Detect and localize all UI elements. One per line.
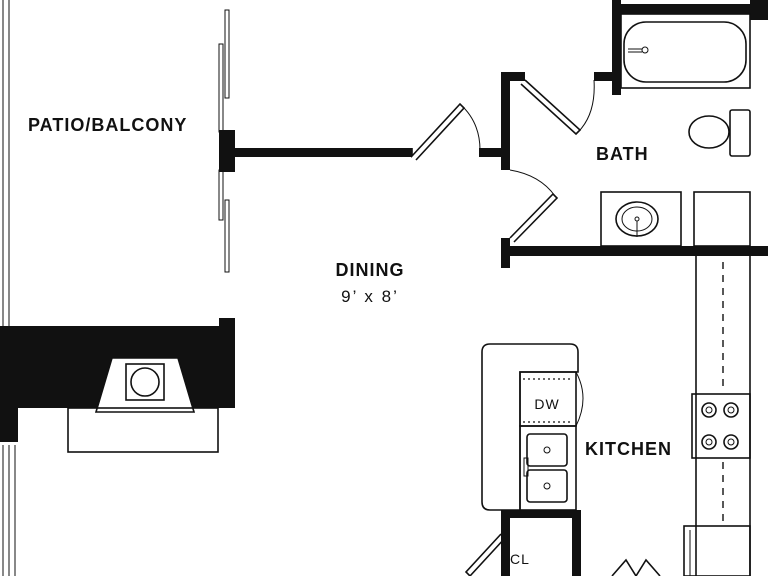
wall-bath-door-stub: [479, 148, 507, 157]
wall-closet-north: [501, 510, 581, 518]
wall-fireplace-cap: [219, 318, 235, 328]
wall-tub-corner: [594, 72, 618, 81]
fireplace: [67, 357, 219, 453]
closet-door: [464, 533, 661, 576]
wall-closet-east: [572, 510, 581, 576]
dishwasher-label: DW: [534, 396, 559, 412]
wall-bath-bottom: [501, 246, 768, 256]
wall-bath-west-stub-top: [501, 72, 525, 81]
kitchen-counter: [683, 256, 751, 576]
wall-bath-west-upper: [501, 72, 510, 170]
bath-entry-door: [411, 102, 481, 161]
bathtub: [620, 13, 751, 89]
kitchen-island: [481, 343, 584, 511]
dining-label: DINING: [336, 260, 405, 280]
kitchen-sink-box: [519, 425, 577, 511]
range: [691, 393, 751, 459]
vanity-sink: [600, 191, 751, 247]
kitchen-label: KITCHEN: [585, 439, 672, 459]
dining-size-label: 9’ x 8’: [341, 287, 399, 306]
wall-east: [750, 0, 768, 20]
bath-lower-door: [509, 169, 559, 243]
wall-bath-top: [612, 4, 768, 14]
wall-closet-west: [501, 510, 510, 576]
bath-label: BATH: [596, 144, 649, 164]
bath-closet-door: [520, 79, 595, 136]
toilet: [688, 109, 751, 157]
patio-label: PATIO/BALCONY: [28, 115, 187, 135]
patio-edge: [2, 0, 16, 576]
closet-label: CL: [510, 551, 530, 567]
wall-left-stub: [0, 400, 18, 442]
wall-dining-top: [219, 148, 412, 157]
wall-tub-west: [612, 0, 621, 95]
